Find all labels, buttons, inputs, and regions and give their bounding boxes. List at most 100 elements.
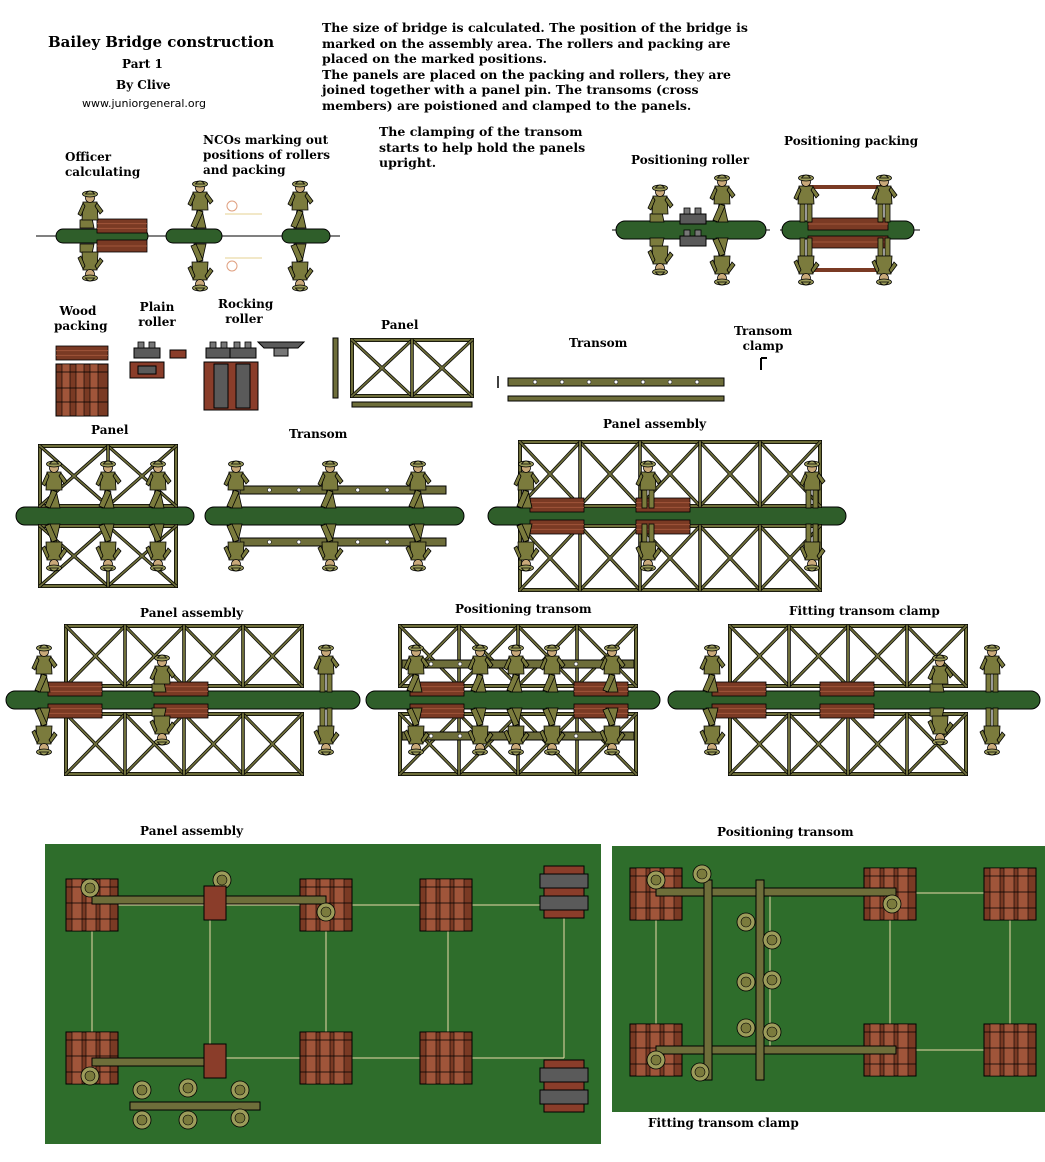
row3-scene — [5, 624, 1041, 776]
wood-packing — [711, 681, 767, 697]
label-transom-part: Transom — [569, 336, 628, 350]
transom-beam — [129, 1101, 261, 1111]
soldier-figure — [95, 523, 122, 572]
soldier-figure — [539, 707, 566, 756]
soldier-figure — [31, 707, 58, 756]
soldier-top-view — [178, 1078, 198, 1098]
clamping-line: The clamping of the transom — [379, 124, 583, 139]
wood-packing — [807, 235, 889, 249]
soldier-figure — [699, 644, 726, 693]
label-positioning-packing: Positioning packing — [784, 134, 919, 148]
label-row2-panel-assembly: Panel assembly — [603, 417, 707, 431]
soldier-figure — [927, 707, 954, 746]
soldier-figure — [77, 243, 104, 282]
soldier-figure — [635, 523, 662, 572]
figure-base — [281, 228, 331, 244]
soldier-figure — [647, 237, 674, 276]
figure-base — [165, 228, 223, 244]
roller-plan — [539, 865, 589, 919]
soldier-figure — [793, 237, 820, 286]
clamping-note: The clamping of the transom starts to he… — [379, 124, 585, 171]
soldier-figure — [539, 644, 566, 693]
soldier-figure — [799, 460, 826, 509]
label-row3-fitting-clamp: Fitting transom clamp — [789, 604, 940, 618]
transom-beam — [655, 1045, 897, 1055]
soldier-figure — [927, 654, 954, 693]
plain-roller-drum — [137, 365, 157, 375]
label-ncos: NCOs marking out positions of rollers an… — [203, 133, 330, 177]
soldier-figure — [467, 707, 494, 756]
wood-packing — [819, 703, 875, 719]
soldier-figure — [149, 654, 176, 693]
transom-beam — [507, 377, 725, 387]
clamping-line: upright. — [379, 155, 437, 170]
wood-packing — [47, 681, 103, 697]
soldier-figure — [403, 644, 430, 693]
wood-packing — [47, 703, 103, 719]
packing-plan — [983, 1023, 1037, 1077]
soldier-figure — [287, 180, 314, 229]
soldier-figure — [513, 460, 540, 509]
soldier-figure — [503, 707, 530, 756]
plan-panel-assembly — [45, 844, 601, 1144]
wood-packing-plan — [55, 363, 109, 417]
clamping-line: starts to help hold the panels — [379, 139, 586, 155]
soldier-figure — [403, 707, 430, 756]
bridge-panel — [518, 440, 822, 508]
wood-packing — [529, 519, 585, 535]
soldier-figure — [187, 243, 214, 292]
transom-clamp-part — [760, 357, 767, 370]
parts-row — [55, 337, 767, 417]
soldier-figure — [599, 707, 626, 756]
label-row3-panel-assembly: Panel assembly — [140, 606, 244, 620]
soldier-figure — [41, 460, 68, 509]
intro-text: The size of bridge is calculated. The po… — [322, 20, 748, 113]
page-title: Bailey Bridge construction — [48, 33, 275, 51]
soldier-figure — [313, 644, 340, 693]
label-plain-roller: Plain roller — [138, 300, 176, 329]
soldier-top-view — [646, 1050, 666, 1070]
carried-packing — [808, 268, 888, 272]
label-plan-positioning-transom: Positioning transom — [717, 825, 854, 839]
wood-packing — [573, 681, 629, 697]
website-link[interactable]: www.juniorgeneral.org — [82, 97, 206, 110]
soldier-figure — [405, 460, 432, 509]
row2-scene — [15, 440, 847, 592]
bridge-panel — [64, 712, 304, 776]
soldier-figure — [149, 707, 176, 746]
soldier-figure — [287, 243, 314, 292]
soldier-figure — [467, 644, 494, 693]
soldier-top-view — [80, 1066, 100, 1086]
soldier-figure — [145, 460, 172, 509]
packing-plan — [419, 878, 473, 932]
part-label: Part 1 — [122, 57, 163, 71]
soldier-top-view — [882, 894, 902, 914]
intro-line: placed on the marked positions. — [322, 51, 548, 66]
wood-packing — [96, 239, 148, 253]
wood-packing — [409, 703, 465, 719]
soldier-figure — [405, 523, 432, 572]
wood-packing — [807, 217, 889, 231]
label-row2-panel: Panel — [91, 423, 129, 437]
soldier-top-view — [230, 1108, 250, 1128]
soldier-top-view — [762, 1022, 782, 1042]
soldier-top-view — [316, 902, 336, 922]
roller-plan — [203, 885, 227, 921]
intro-line: The panels are placed on the packing and… — [322, 66, 731, 82]
soldier-figure — [709, 174, 736, 223]
soldier-figure — [871, 237, 898, 286]
roller-plan — [203, 1043, 227, 1079]
soldier-figure — [799, 523, 826, 572]
soldier-figure — [95, 460, 122, 509]
soldier-figure — [513, 523, 540, 572]
plan-positioning-transom — [612, 846, 1045, 1112]
soldier-top-view — [690, 1062, 710, 1082]
intro-line: marked on the assembly area. The rollers… — [322, 35, 731, 51]
author-label: By Clive — [116, 78, 171, 92]
roller — [133, 341, 161, 359]
intro-line: The size of bridge is calculated. The po… — [322, 20, 748, 35]
soldier-figure — [871, 174, 898, 223]
soldier-top-view — [736, 1018, 756, 1038]
label-rocking-roller: Rocking roller — [218, 297, 274, 326]
rocking-roller-pivot — [273, 347, 289, 357]
